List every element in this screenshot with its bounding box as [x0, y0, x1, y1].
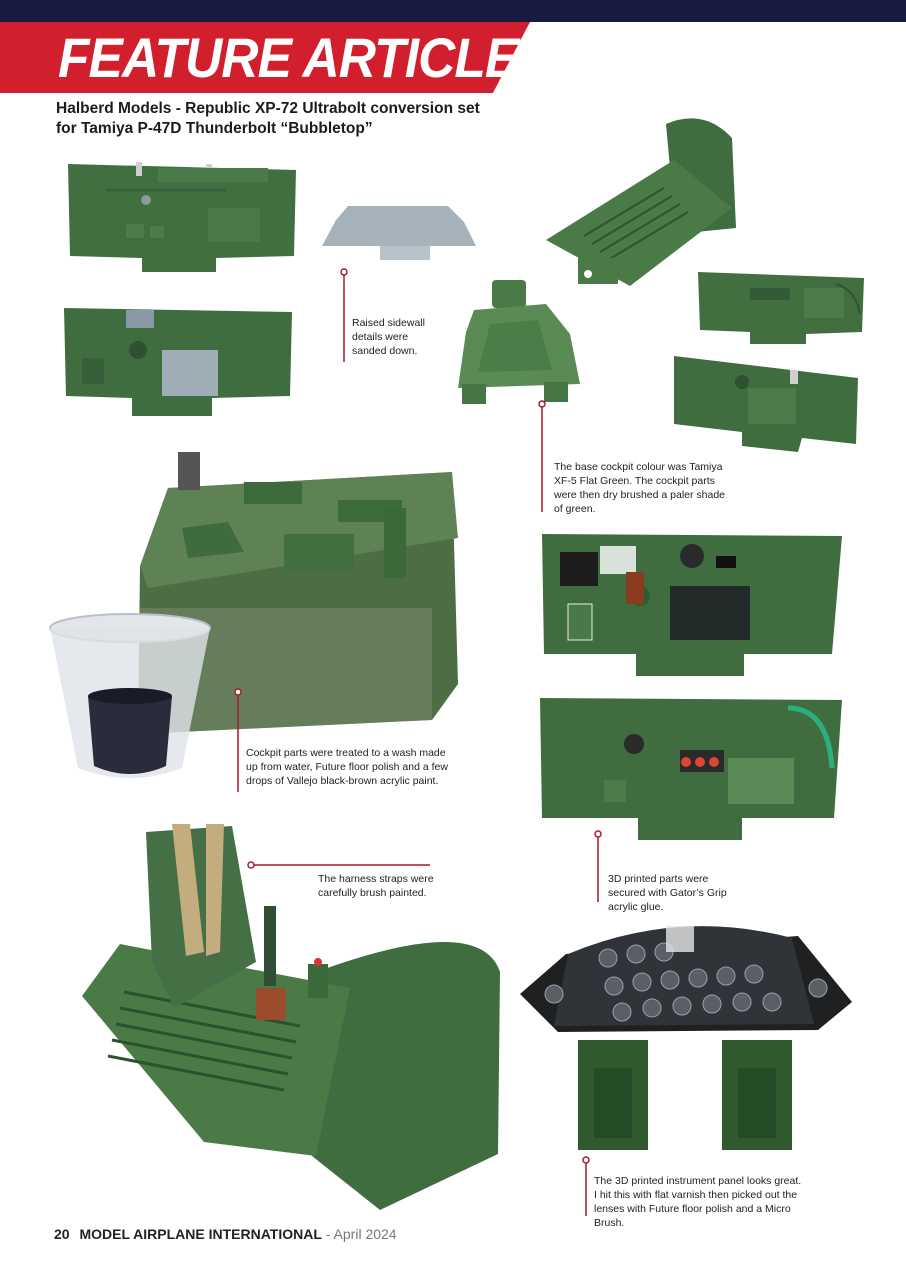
section-label: FEATURE ARTICLE — [58, 26, 519, 89]
photo-seat-harness — [80, 812, 502, 1216]
photo-left-sidewall-grey-box — [62, 306, 294, 420]
leader-sidewall — [340, 268, 348, 362]
caption-harness: The harness straps were carefully brush … — [318, 873, 434, 899]
caption-wash: Cockpit parts were treated to a wash mad… — [246, 747, 448, 787]
photo-instrument-panel-hoses — [538, 696, 844, 844]
photo-right-sidewall-lower — [672, 354, 860, 454]
leader-wash — [234, 688, 242, 792]
leader-base-colour — [538, 400, 546, 512]
article-subtitle: Halberd Models - Republic XP-72 Ultrabol… — [56, 99, 516, 139]
caption-sidewall: Raised sidewall details were sanded down… — [352, 317, 425, 357]
page-footer: 20 MODEL AIRPLANE INTERNATIONAL - April … — [54, 1226, 397, 1242]
photo-instrument-panel-back — [540, 530, 844, 678]
photo-instrument-panel-front — [518, 908, 856, 1152]
subtitle-line-2: for Tamiya P-47D Thunderbolt “Bubbletop” — [56, 120, 373, 137]
photo-right-sidewall-small — [696, 270, 866, 346]
section-banner — [0, 22, 530, 93]
top-bar — [0, 0, 906, 22]
photo-seat-part — [452, 280, 590, 410]
issue-date: - April 2024 — [321, 1226, 397, 1242]
leader-printed-parts — [594, 830, 602, 902]
caption-instrument-panel: The 3D printed instrument panel looks gr… — [594, 1175, 802, 1229]
page-number: 20 — [54, 1226, 70, 1242]
photo-wash-on-box — [48, 448, 468, 788]
caption-printed-parts: 3D printed parts were secured with Gator… — [608, 873, 727, 913]
caption-base-colour: The base cockpit colour was Tamiya XF-5 … — [554, 461, 726, 515]
photo-grey-sidewall — [318, 200, 480, 266]
magazine-name: MODEL AIRPLANE INTERNATIONAL — [79, 1226, 322, 1242]
photo-left-sidewall — [66, 160, 298, 278]
leader-instrument-panel — [582, 1156, 590, 1216]
leader-harness — [246, 860, 430, 870]
subtitle-line-1: Halberd Models - Republic XP-72 Ultrabol… — [56, 100, 480, 117]
photo-cockpit-floor — [544, 108, 740, 304]
